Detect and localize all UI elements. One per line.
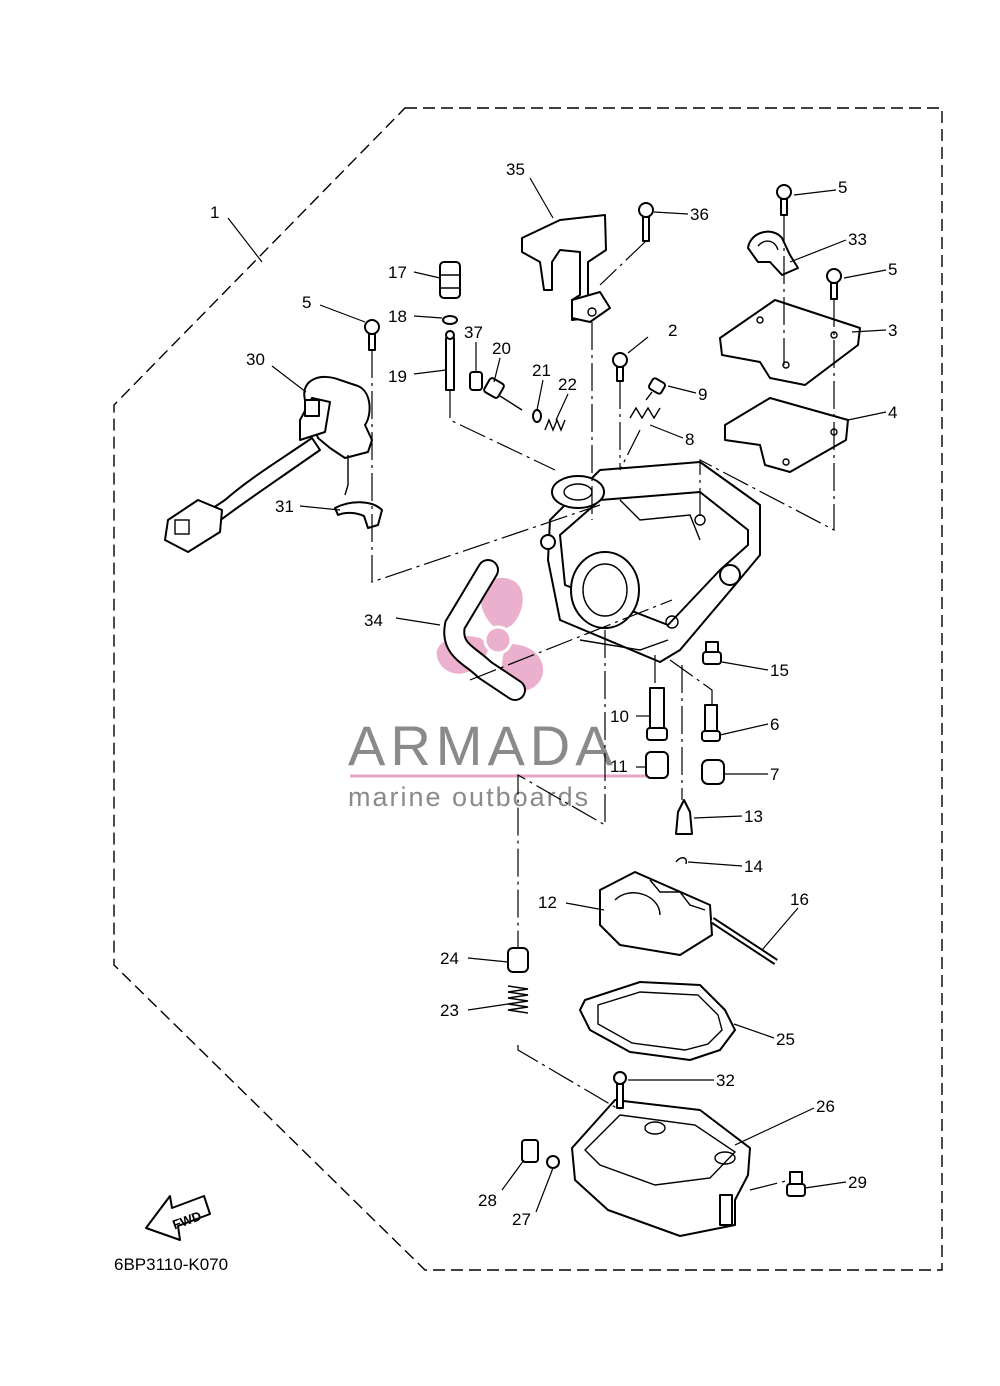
part-2-screw [612,352,628,382]
callout-8: 8 [685,430,694,449]
callout-21: 21 [532,361,551,380]
part-3-cover-plate [719,299,861,386]
part-10-jet [646,687,668,741]
part-12-float [599,871,713,956]
callout-23: 23 [440,1001,459,1020]
part-16-pin-core [711,918,777,964]
callout-29: 29 [848,1173,867,1192]
callout-20: 20 [492,339,511,358]
part-5-screw-b [776,184,792,216]
callout-5-right: 5 [888,260,897,279]
callout-27: 27 [512,1210,531,1229]
callout-35: 35 [506,160,525,179]
part-5-screw-a [364,319,380,351]
part-31-clip [334,501,383,529]
leader-lines [227,177,887,1213]
part-11-jet [645,751,669,779]
part-26-float-bowl [571,1099,751,1237]
callout-2: 2 [668,321,677,340]
part-32-screw [613,1071,627,1109]
callout-36: 36 [690,205,709,224]
callout-24: 24 [440,949,459,968]
callout-5-top: 5 [838,178,847,197]
callout-6: 6 [770,715,779,734]
callout-31: 31 [275,497,294,516]
watermark-brand: ARMADA [348,714,618,777]
part-36-screw [638,202,654,242]
callout-14: 14 [744,857,763,876]
part-34-hose-core [445,561,524,699]
part-15-plug [702,641,722,665]
callout-4: 4 [888,403,897,422]
part-37-jet [469,371,483,391]
callout-16: 16 [790,890,809,909]
part-8-spring [629,406,661,420]
callout-7: 7 [770,765,779,784]
part-14-clip [675,857,688,865]
carburetor-body [540,461,761,663]
callout-5-left: 5 [302,293,311,312]
callout-18: 18 [388,307,407,326]
callout-22: 22 [558,375,577,394]
callout-33: 33 [848,230,867,249]
part-33-clamp [747,230,799,276]
part-21-o-ring [532,409,542,423]
part-23-spring [507,985,529,1014]
part-24-plunger [507,947,529,973]
callout-26: 26 [816,1097,835,1116]
callout-10: 10 [610,707,629,726]
callout-30: 30 [246,350,265,369]
callout-1: 1 [210,203,219,222]
part-17-valve [439,261,461,299]
callout-labels: 1 2 3 4 5 5 5 6 7 8 9 10 11 12 13 14 15 … [210,160,897,1229]
part-27-washer [546,1155,560,1169]
diagram-code: 6BP3110-K070 [114,1255,228,1274]
part-25-gasket-inner [597,991,723,1051]
part-20-needle [483,377,523,411]
part-9-screw [645,377,666,401]
callout-11: 11 [610,757,628,776]
part-6-jet [701,704,721,742]
part-28-screw [521,1139,539,1163]
part-30-solenoid [164,375,373,553]
callout-37: 37 [464,323,483,342]
part-29-screw [786,1171,806,1197]
part-35-bracket [521,214,611,323]
part-19-rod [445,330,455,391]
callout-28: 28 [478,1191,497,1210]
part-7-cap [701,759,725,785]
callout-32: 32 [716,1071,735,1090]
part-4-gasket [724,397,849,473]
callout-13: 13 [744,807,763,826]
part-18-o-ring [442,315,458,325]
callout-3: 3 [888,321,897,340]
callout-15: 15 [770,661,789,680]
part-22-spring [544,418,566,432]
callout-25: 25 [776,1030,795,1049]
assembly-lines [371,215,835,1191]
callout-17: 17 [388,263,407,282]
assembly-boundary [113,107,943,1271]
callout-34: 34 [364,611,383,630]
part-5-screw-c [826,268,842,300]
callout-12: 12 [538,893,557,912]
callout-19: 19 [388,367,407,386]
fwd-arrow-icon: FWD [145,1195,211,1241]
watermark-tagline: marine outboards [348,782,590,812]
part-13-needle-valve [675,799,693,835]
callout-9: 9 [698,385,707,404]
part-25-gasket [579,981,736,1061]
